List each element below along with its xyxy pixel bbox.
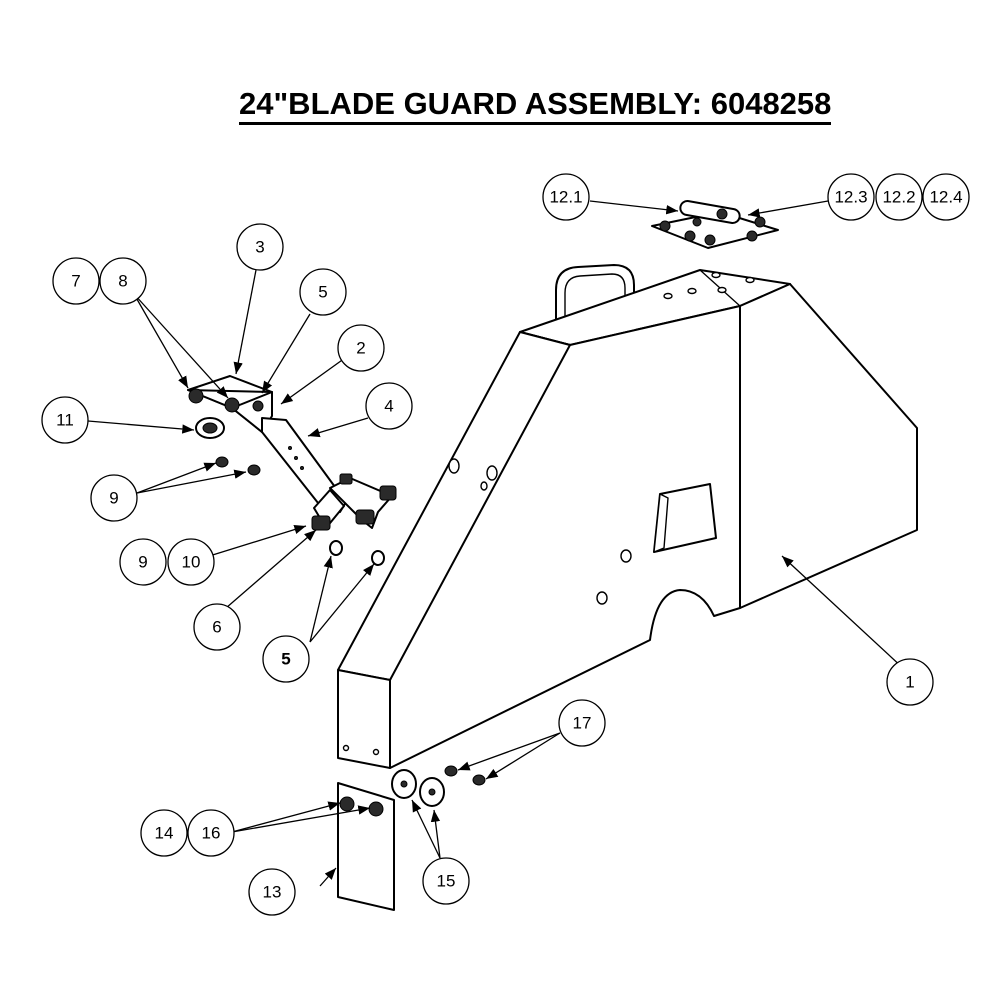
- cover-plate: [337, 782, 395, 911]
- callout-1: 1: [886, 658, 934, 706]
- callout-16: 16: [187, 809, 235, 857]
- svg-text:1: 1: [905, 673, 914, 692]
- callout-12-4: 12.4: [922, 173, 970, 221]
- callout-11: 11: [41, 396, 89, 444]
- svg-text:7: 7: [71, 272, 80, 291]
- svg-text:6: 6: [212, 618, 221, 637]
- washers-and-nuts: [391, 765, 486, 807]
- leader-lines: [87, 200, 905, 887]
- callout-14: 14: [140, 809, 188, 857]
- svg-text:15: 15: [437, 872, 456, 891]
- svg-text:9: 9: [138, 553, 147, 572]
- svg-text:12.2: 12.2: [882, 188, 915, 207]
- callout-5a: 5: [299, 268, 347, 316]
- callout-2: 2: [337, 324, 385, 372]
- hinge-assembly: [651, 200, 779, 249]
- svg-text:2: 2: [356, 339, 365, 358]
- callout-12-2: 12.2: [875, 173, 923, 221]
- svg-text:13: 13: [263, 883, 282, 902]
- mounting-arm-assembly: [187, 375, 397, 566]
- callout-12-3: 12.3: [827, 173, 875, 221]
- callout-12-1: 12.1: [542, 173, 590, 221]
- svg-text:5: 5: [318, 283, 327, 302]
- callout-4: 4: [365, 382, 413, 430]
- diagram-title: 24"BLADE GUARD ASSEMBLY: 6048258: [239, 86, 939, 130]
- callout-15: 15: [422, 857, 470, 905]
- callout-9b: 9: [119, 538, 167, 586]
- svg-text:12.4: 12.4: [929, 188, 962, 207]
- svg-text:11: 11: [56, 411, 74, 430]
- callout-6: 6: [193, 603, 241, 651]
- svg-text:12.3: 12.3: [834, 188, 867, 207]
- svg-text:17: 17: [573, 714, 592, 733]
- callout-7: 7: [52, 257, 100, 305]
- svg-text:8: 8: [118, 272, 127, 291]
- svg-text:5: 5: [281, 650, 290, 669]
- svg-text:12.1: 12.1: [549, 188, 582, 207]
- svg-text:10: 10: [182, 553, 201, 572]
- callout-17: 17: [558, 699, 606, 747]
- callout-9a: 9: [90, 474, 138, 522]
- svg-text:14: 14: [155, 824, 174, 843]
- svg-text:16: 16: [202, 824, 221, 843]
- callout-5b: 5: [262, 635, 310, 683]
- callout-3: 3: [236, 223, 284, 271]
- blade-guard-body: [337, 264, 918, 769]
- callout-10: 10: [167, 538, 215, 586]
- svg-text:9: 9: [109, 489, 118, 508]
- svg-text:4: 4: [384, 397, 393, 416]
- svg-text:3: 3: [255, 238, 264, 257]
- callout-13: 13: [248, 868, 296, 916]
- callout-8: 8: [99, 257, 147, 305]
